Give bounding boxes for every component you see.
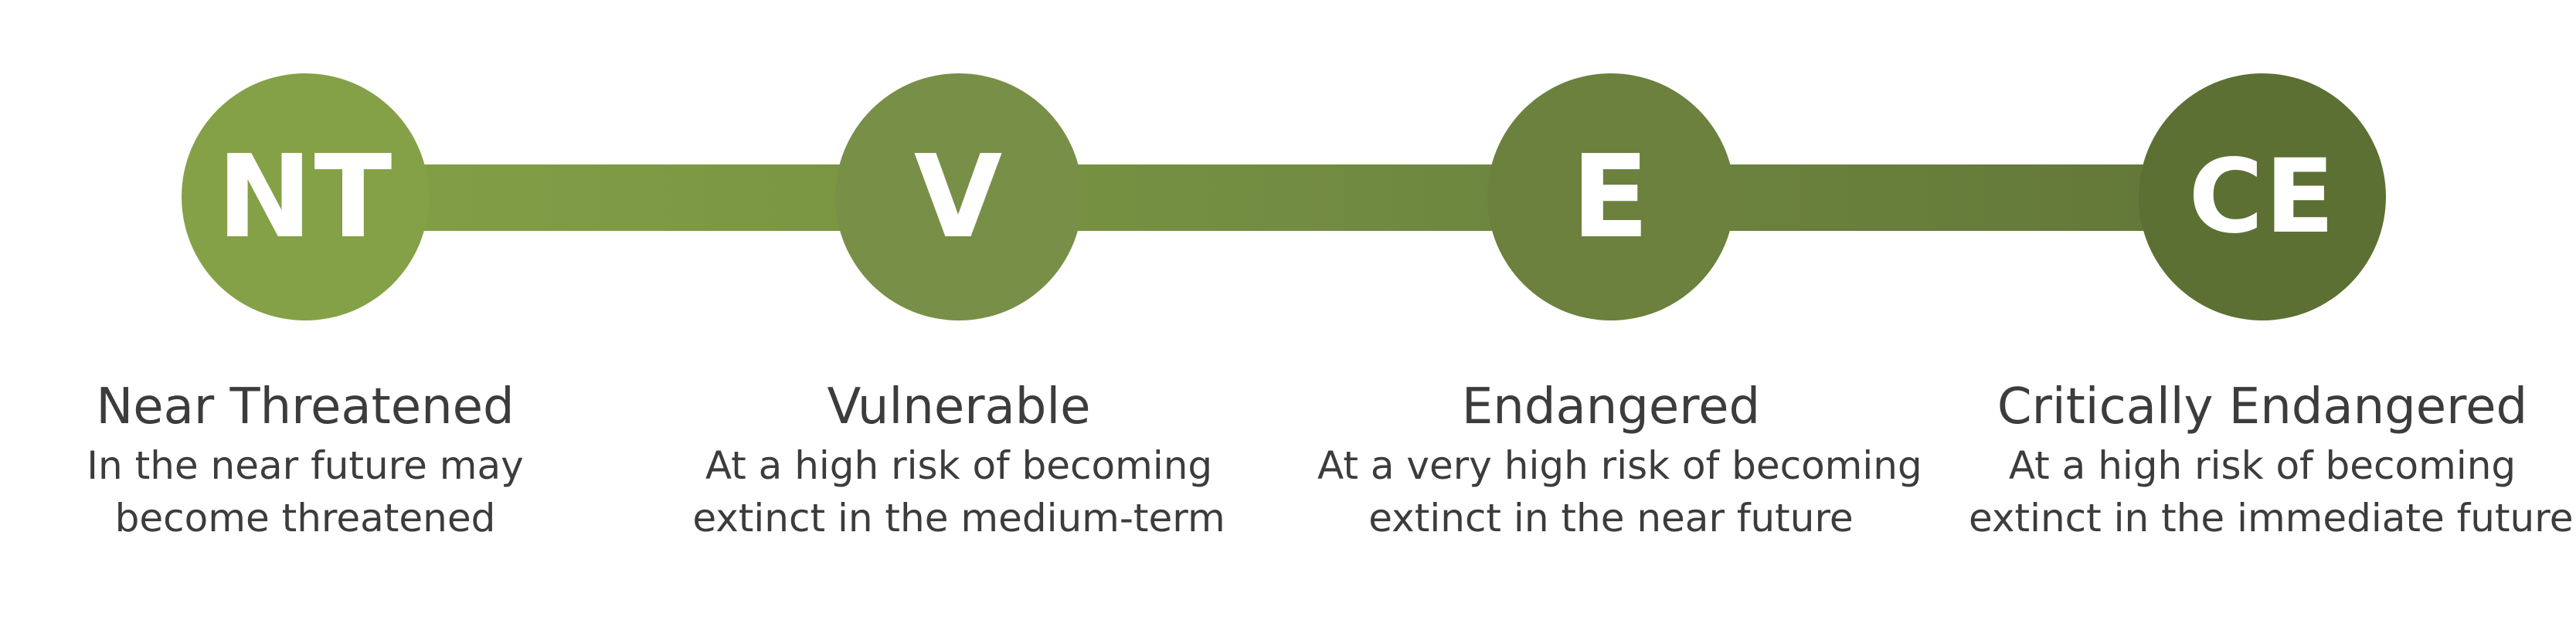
stage-desc-ce: At a high risk of becoming extinct in th…: [1969, 439, 2574, 544]
stage-desc-v: At a high risk of becoming extinct in th…: [665, 439, 1252, 544]
stage-desc-line: extinct in the immediate future: [1969, 496, 2574, 541]
stage-abbr-nt: NT: [216, 130, 394, 263]
stage-label-nt: Near Threatened In the near future may b…: [12, 375, 599, 544]
stage-desc-line: extinct in the near future: [1368, 496, 1854, 541]
stage-desc-line: In the near future may: [87, 443, 524, 488]
stage-circle-nt: NT: [182, 73, 429, 320]
stage-label-e: Endangered At a very high risk of becomi…: [1317, 375, 1922, 544]
stage-title-e: Endangered: [1461, 378, 1761, 436]
stage-abbr-e: E: [1571, 130, 1651, 263]
stage-desc-line: become threatened: [114, 496, 496, 541]
stage-title-nt: Near Threatened: [96, 378, 515, 436]
stage-desc-line: extinct in the medium-term: [692, 496, 1225, 541]
stage-circle-ce: CE: [2139, 73, 2386, 320]
stage-circle-e: E: [1487, 73, 1735, 320]
stage-desc-line: At a very high risk of becoming: [1317, 443, 1922, 488]
stage-circle-v: V: [835, 73, 1082, 320]
stage-label-ce: Critically Endangered At a high risk of …: [1969, 375, 2574, 544]
stage-title-ce: Critically Endangered: [1997, 378, 2528, 436]
stage-desc-line: At a high risk of becoming: [705, 443, 1213, 488]
stage-title-v: Vulnerable: [827, 378, 1091, 436]
stage-connector-bar: [309, 164, 2287, 231]
stage-label-v: Vulnerable At a high risk of becoming ex…: [665, 375, 1252, 544]
stage-desc-e: At a very high risk of becoming extinct …: [1317, 439, 1922, 544]
stage-abbr-v: V: [913, 130, 1004, 263]
stage-abbr-ce: CE: [2188, 137, 2336, 256]
stage-desc-line: At a high risk of becoming: [2008, 443, 2517, 488]
stage-desc-nt: In the near future may become threatened: [12, 439, 599, 544]
